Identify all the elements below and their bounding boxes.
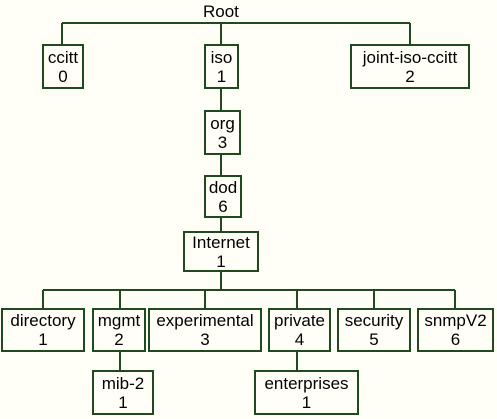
root-label: Root bbox=[201, 2, 241, 22]
node-number: 2 bbox=[114, 330, 124, 349]
node-snmpv2: snmpV2 6 bbox=[417, 308, 494, 352]
node-mgmt: mgmt 2 bbox=[92, 308, 146, 352]
node-name: mgmt bbox=[97, 311, 141, 330]
node-joint-iso-ccitt: joint-iso-ccitt 2 bbox=[350, 44, 470, 89]
node-name: joint-iso-ccitt bbox=[362, 47, 458, 67]
node-name: dod bbox=[208, 177, 238, 197]
node-name: mib-2 bbox=[101, 373, 145, 393]
node-dod: dod 6 bbox=[204, 175, 242, 218]
node-directory: directory 1 bbox=[1, 308, 85, 352]
node-number: 5 bbox=[369, 330, 379, 349]
node-iso: iso 1 bbox=[204, 44, 239, 89]
node-number: 3 bbox=[217, 132, 228, 152]
node-name: ccitt bbox=[47, 47, 79, 67]
node-private: private 4 bbox=[268, 308, 331, 352]
node-org: org 3 bbox=[204, 110, 241, 155]
node-number: 1 bbox=[301, 392, 312, 412]
node-name: Internet bbox=[192, 232, 250, 252]
node-number: 1 bbox=[38, 330, 48, 349]
node-number: 1 bbox=[216, 66, 227, 86]
node-name: security bbox=[344, 311, 404, 330]
node-number: 4 bbox=[294, 330, 305, 349]
node-name: directory bbox=[10, 311, 76, 330]
node-number: 3 bbox=[200, 330, 210, 349]
node-name: enterprises bbox=[264, 373, 349, 393]
node-name: snmpV2 bbox=[424, 311, 487, 330]
node-number: 6 bbox=[450, 330, 461, 349]
node-number: 1 bbox=[216, 251, 226, 271]
node-security: security 5 bbox=[337, 308, 411, 352]
node-name: experimental bbox=[156, 311, 254, 330]
node-number: 6 bbox=[218, 196, 228, 216]
node-mib-2: mib-2 1 bbox=[92, 370, 154, 415]
node-name: iso bbox=[210, 47, 233, 67]
node-ccitt: ccitt 0 bbox=[42, 44, 84, 89]
node-experimental: experimental 3 bbox=[148, 308, 262, 352]
node-name: private bbox=[273, 311, 326, 330]
node-internet: Internet 1 bbox=[183, 231, 259, 272]
node-number: 1 bbox=[118, 392, 128, 412]
node-name: org bbox=[210, 113, 235, 133]
node-enterprises: enterprises 1 bbox=[254, 370, 359, 415]
node-number: 0 bbox=[58, 66, 68, 86]
node-number: 2 bbox=[405, 66, 415, 86]
